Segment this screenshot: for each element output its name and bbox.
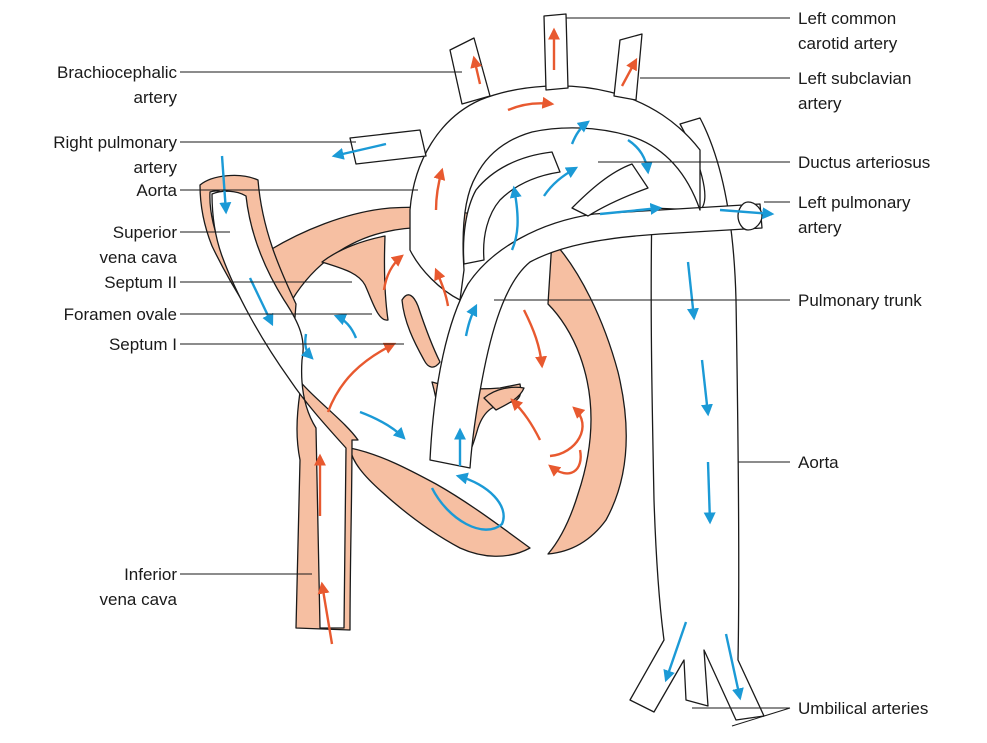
label-left-subclavian-2: artery [798, 94, 842, 113]
label-superior-vena-cava-2: vena cava [100, 248, 178, 267]
red-arrow-lv-up [512, 400, 540, 440]
blue-arrow-tricuspid [360, 412, 404, 438]
label-inferior-vena-cava-1: Inferior [124, 565, 177, 584]
red-arrow-lv-loop-2 [550, 450, 581, 473]
label-right-pulmonary-1: Right pulmonary [53, 133, 177, 152]
right-pulmonary-artery-shape [350, 130, 426, 164]
blue-arrow-foramen [336, 316, 356, 338]
label-left-common-carotid-2: carotid artery [798, 34, 898, 53]
label-left-pulmonary-1: Left pulmonary [798, 193, 911, 212]
label-septum-i: Septum I [109, 335, 177, 354]
labels-right: Left common carotid artery Left subclavi… [798, 9, 930, 718]
septum-i [402, 295, 440, 367]
label-pulmonary-trunk: Pulmonary trunk [798, 291, 922, 310]
label-foramen-ovale: Foramen ovale [64, 305, 177, 324]
label-right-pulmonary-2: artery [134, 158, 178, 177]
label-brachiocephalic-1: Brachiocephalic [57, 63, 178, 82]
label-left-common-carotid-1: Left common [798, 9, 896, 28]
red-arrow-foramen [328, 344, 394, 412]
blue-arrow-ra [305, 334, 312, 358]
brachiocephalic-artery-shape [450, 38, 490, 104]
red-arrow-atrium-up [384, 256, 402, 290]
red-arrow-lv-loop [550, 408, 583, 456]
label-left-subclavian-1: Left subclavian [798, 69, 911, 88]
label-aorta-left: Aorta [136, 181, 177, 200]
label-left-pulmonary-2: artery [798, 218, 842, 237]
left-common-carotid-shape [544, 14, 568, 90]
label-inferior-vena-cava-2: vena cava [100, 590, 178, 609]
label-aorta-right: Aorta [798, 453, 839, 472]
left-ventricle-wall [548, 240, 626, 554]
label-superior-vena-cava-1: Superior [113, 223, 178, 242]
label-umbilical-arteries: Umbilical arteries [798, 699, 928, 718]
left-subclavian-shape [614, 34, 642, 100]
label-ductus-arteriosus: Ductus arteriosus [798, 153, 930, 172]
labels-left: Brachiocephalic artery Right pulmonary a… [53, 63, 177, 609]
ductus-arteriosus-shape [572, 164, 648, 216]
label-septum-ii: Septum II [104, 273, 177, 292]
label-brachiocephalic-2: artery [134, 88, 178, 107]
red-arrow-mitral [524, 310, 542, 366]
